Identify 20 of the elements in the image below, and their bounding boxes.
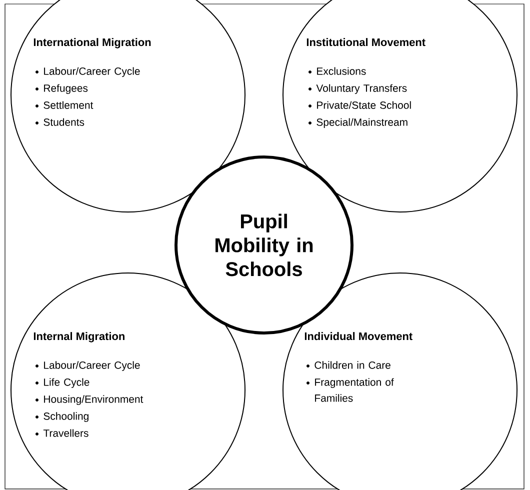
bullet-item: Refugees — [44, 84, 88, 94]
bullet-item: Voluntary Transfers — [316, 84, 407, 94]
bullet-item: Fragmentation of Families — [315, 378, 394, 402]
bullet-item: Special/Mainstream — [316, 118, 408, 128]
center-title: Pupil Mobility in Schools — [216, 214, 313, 276]
bullet-item: Exclusions — [317, 67, 366, 75]
bullet-item: Schooling — [44, 412, 88, 422]
bullet-item: Travellers — [43, 429, 88, 437]
circle-heading: Institutional Movement — [306, 38, 426, 46]
circle-heading: Internal Migration — [34, 332, 124, 342]
bullet-item: Labour/Career Cycle — [44, 67, 140, 77]
bullet-item: Children in Care — [314, 361, 390, 369]
circle-heading: Individual Movement — [304, 332, 412, 340]
bullet-item: Labour/Career Cycle — [44, 361, 140, 371]
bullet-item: Life Cycle — [44, 378, 90, 388]
bullet-item: Housing/Environment — [44, 395, 144, 405]
bullet-item: Private/State School — [317, 101, 411, 109]
bullet-item: Settlement — [44, 101, 94, 109]
bullet-item: Students — [44, 118, 84, 126]
circle-heading: International Migration — [34, 38, 151, 48]
